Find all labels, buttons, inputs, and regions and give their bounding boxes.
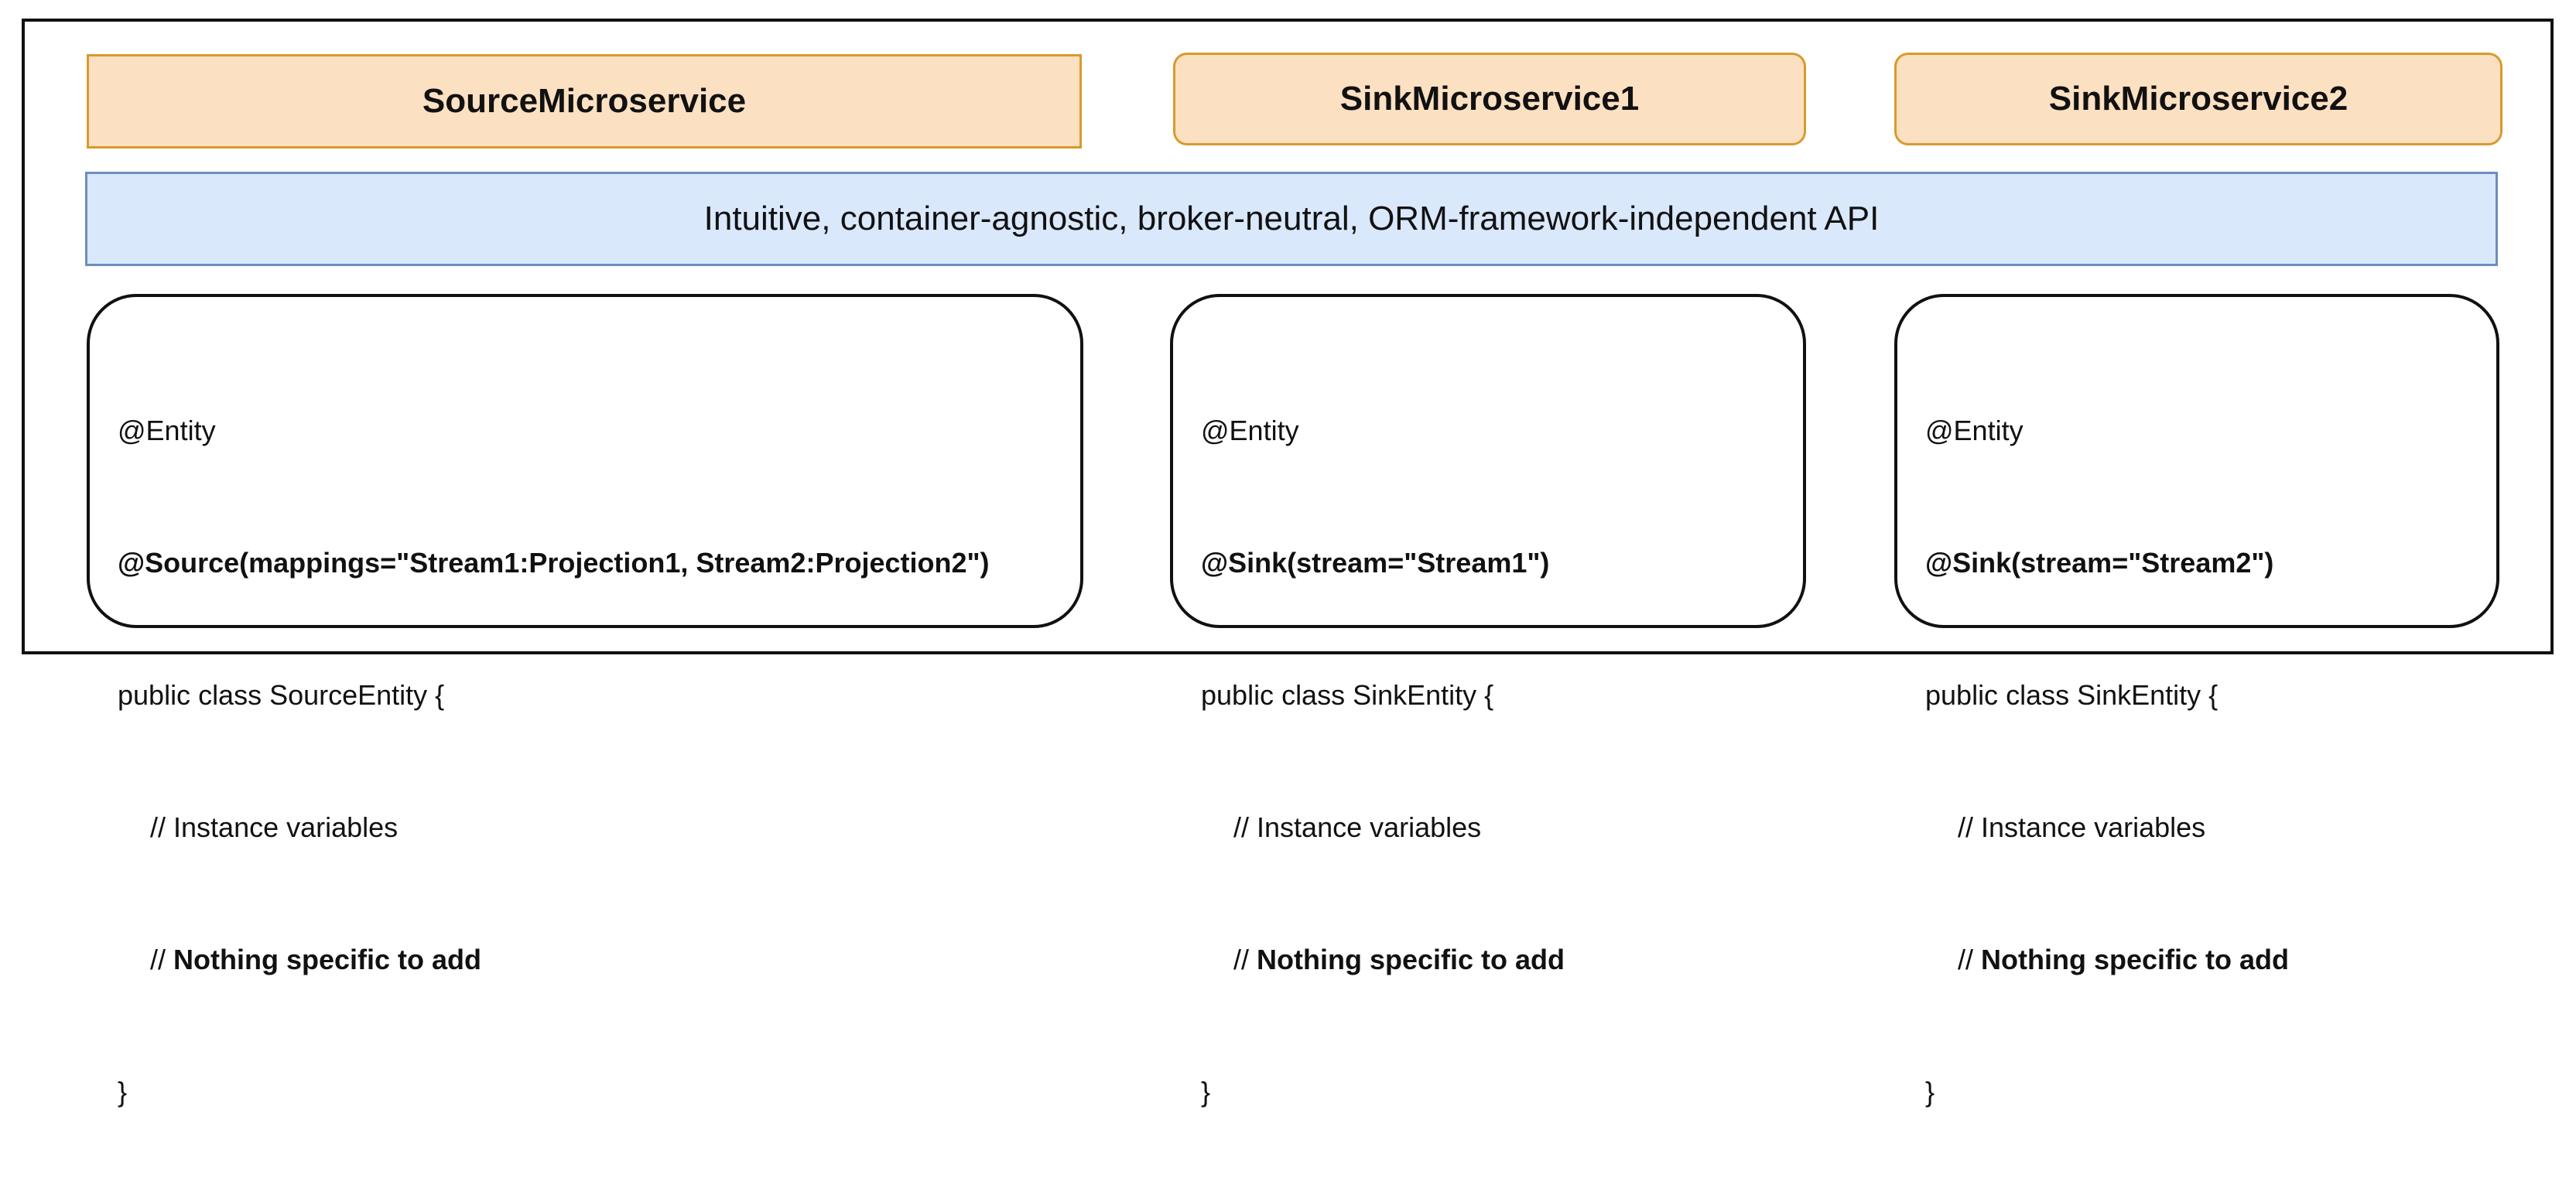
comment-text: Nothing specific to add — [1981, 944, 2290, 975]
architecture-diagram: SourceMicroservice SinkMicroservice1 Sin… — [22, 19, 2554, 1108]
sink-microservice-2-label: SinkMicroservice2 — [2048, 80, 2349, 118]
instance-variables-comment: // Instance variables — [1201, 805, 1803, 849]
comment-text: Nothing specific to add — [173, 944, 482, 975]
comment-text: Instance variables — [1981, 811, 2206, 843]
sink-annotation-line: @Sink(stream="Stream1") — [1201, 547, 1550, 579]
comment-text: Instance variables — [1257, 811, 1482, 843]
comment-prefix: // — [150, 811, 174, 843]
comment-text: Instance variables — [173, 811, 399, 843]
api-layer-label: Intuitive, container-agnostic, broker-ne… — [703, 200, 1880, 237]
closing-brace-line: } — [118, 1076, 128, 1108]
source-entity-code-box: @Entity @Source(mappings="Stream1:Projec… — [87, 294, 1083, 1108]
sink-microservice-2-box: SinkMicroservice2 — [1894, 53, 2502, 145]
instance-variables-comment: // Instance variables — [1925, 805, 2496, 849]
comment-prefix: // — [150, 944, 174, 975]
closing-brace-line: } — [1925, 1076, 1935, 1108]
comment-prefix: // — [1958, 944, 1982, 975]
comment-prefix: // — [1233, 944, 1257, 975]
class-declaration-line: public class SinkEntity { — [1925, 679, 2219, 711]
sink-microservice-1-box: SinkMicroservice1 — [1173, 53, 1806, 145]
comment-text: Nothing specific to add — [1257, 944, 1565, 975]
entity-annotation-line: @Entity — [1925, 415, 2024, 446]
closing-brace-line: } — [1201, 1076, 1211, 1108]
nothing-to-add-comment: // Nothing specific to add — [1925, 937, 2496, 982]
sink-1-entity-code-box: @Entity @Sink(stream="Stream1") public c… — [1170, 294, 1806, 1108]
entity-annotation-line: @Entity — [1201, 415, 1299, 446]
sink-2-entity-code-box: @Entity @Sink(stream="Stream2") public c… — [1894, 294, 2499, 1108]
nothing-to-add-comment: // Nothing specific to add — [1201, 937, 1803, 982]
nothing-to-add-comment: // Nothing specific to add — [118, 937, 1080, 982]
sink-annotation-line: @Sink(stream="Stream2") — [1925, 547, 2274, 579]
comment-prefix: // — [1233, 811, 1257, 843]
source-microservice-label: SourceMicroservice — [422, 82, 747, 120]
entity-annotation-line: @Entity — [118, 415, 216, 446]
api-layer-bar: Intuitive, container-agnostic, broker-ne… — [85, 172, 2498, 266]
source-microservice-box: SourceMicroservice — [87, 54, 1082, 149]
instance-variables-comment: // Instance variables — [118, 805, 1080, 849]
class-declaration-line: public class SourceEntity { — [118, 679, 445, 711]
source-annotation-line: @Source(mappings="Stream1:Projection1, S… — [118, 547, 990, 579]
sink-microservice-1-label: SinkMicroservice1 — [1339, 80, 1640, 118]
class-declaration-line: public class SinkEntity { — [1201, 679, 1494, 711]
comment-prefix: // — [1958, 811, 1982, 843]
